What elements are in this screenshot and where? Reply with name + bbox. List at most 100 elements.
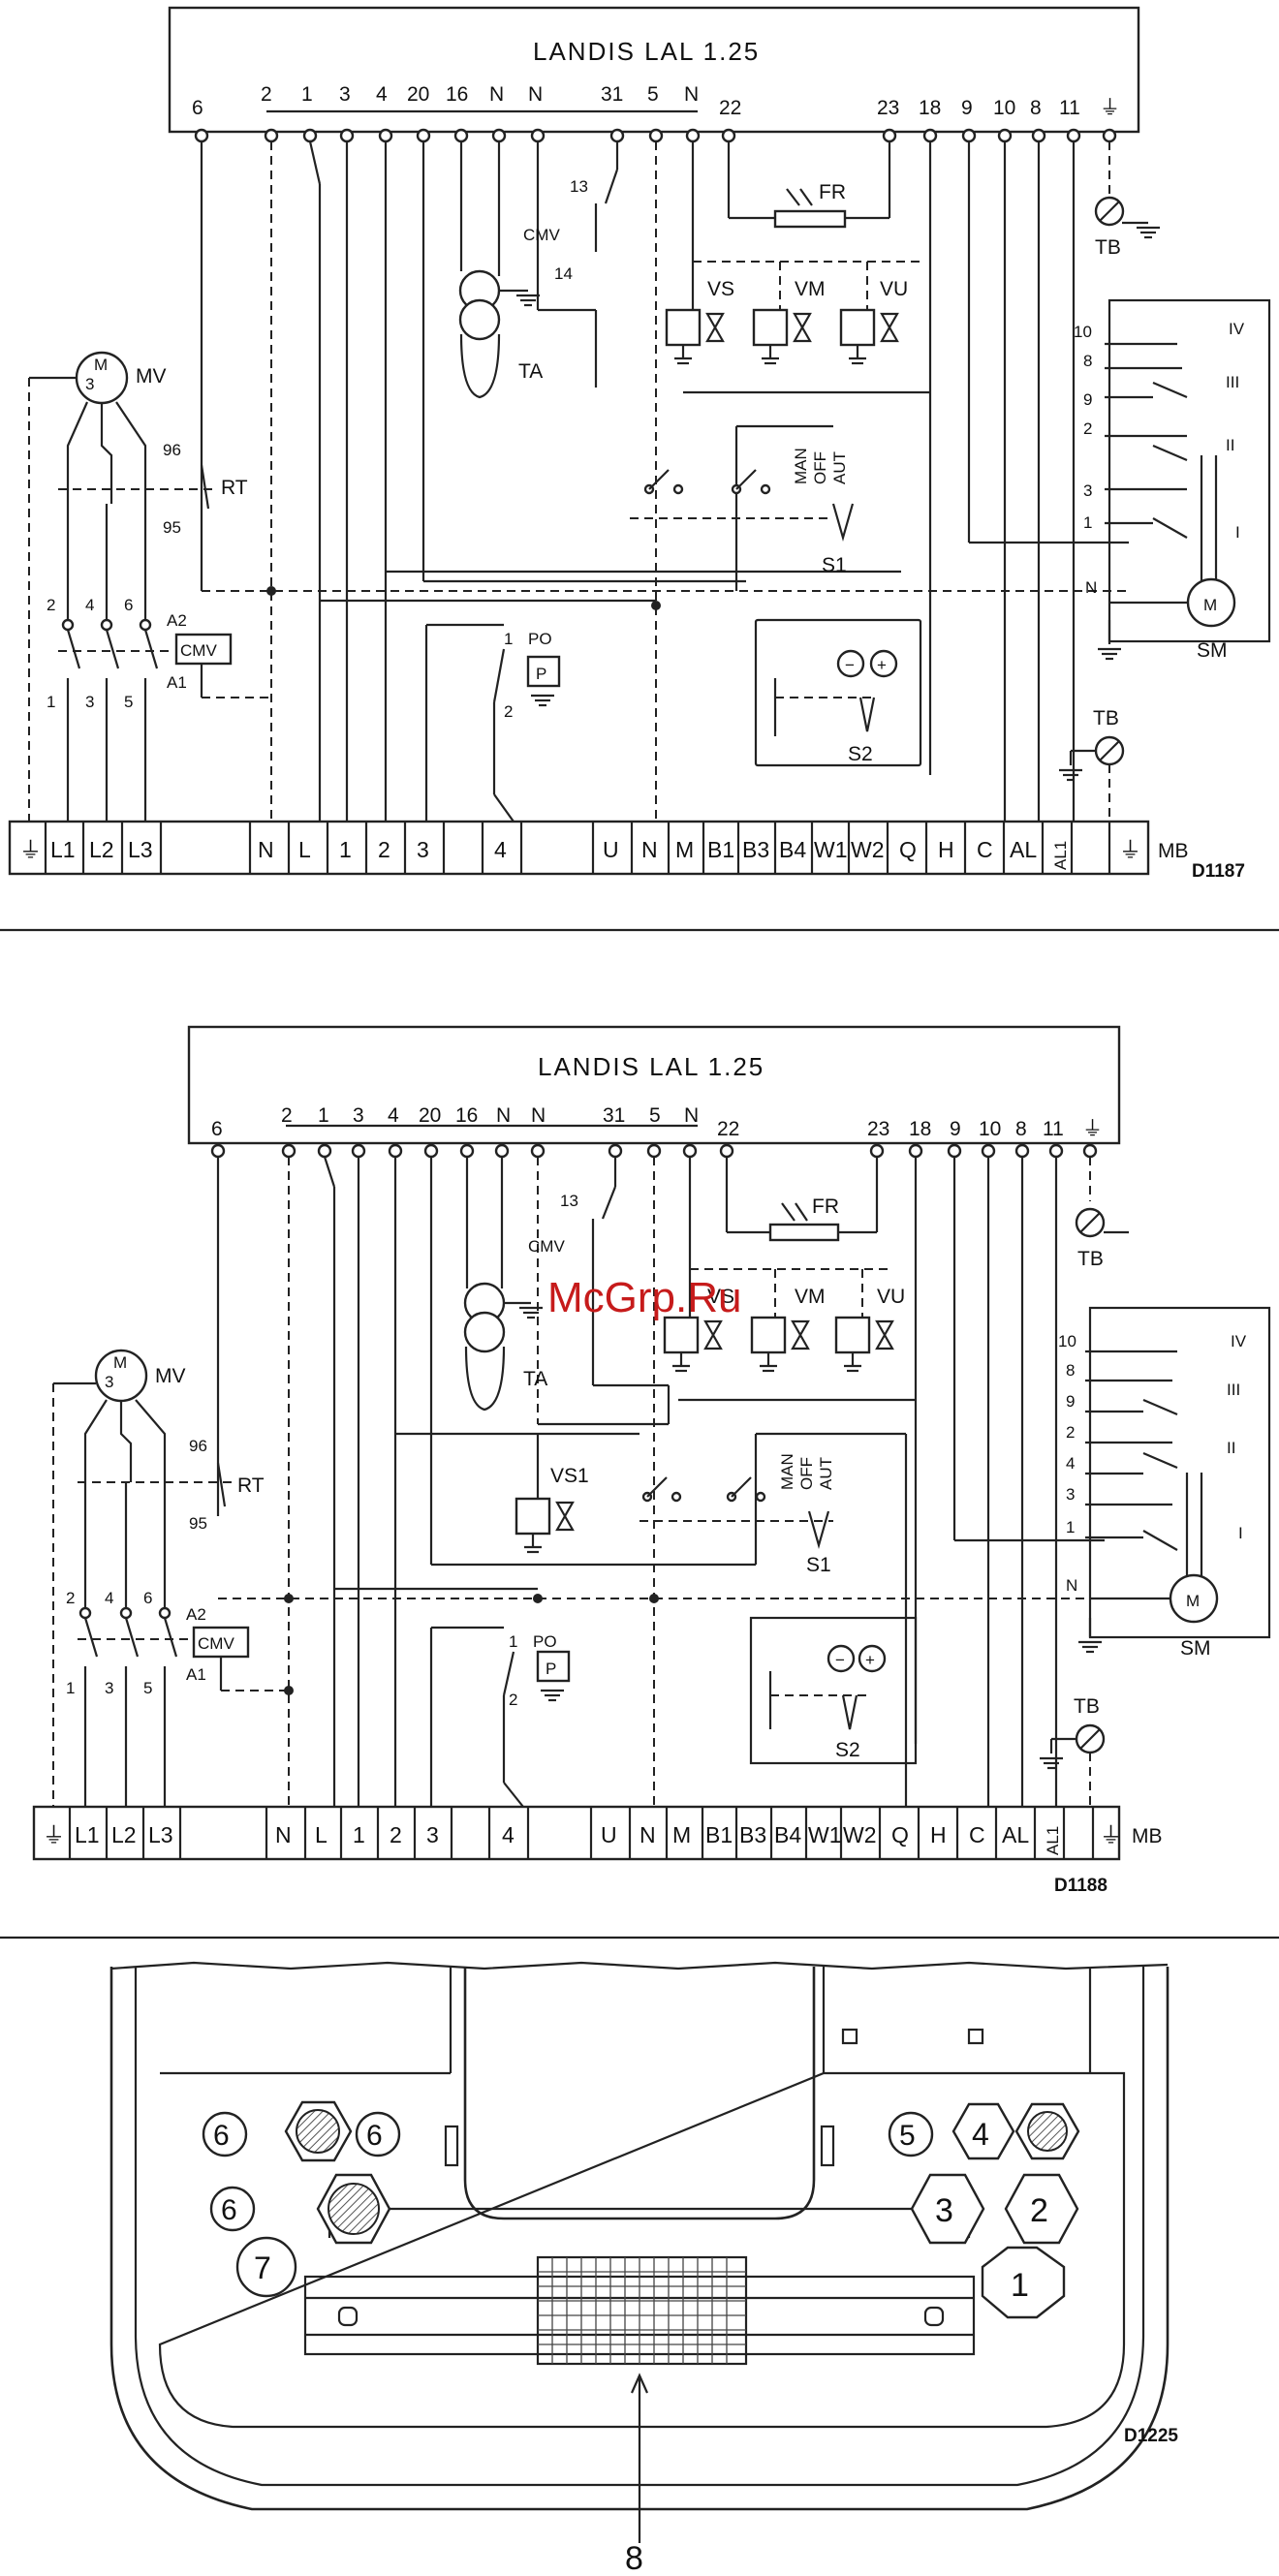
mb-terminal: L bbox=[315, 1822, 328, 1847]
valve-vu: VU bbox=[877, 1286, 905, 1308]
tb-label-2: TB bbox=[1074, 1695, 1100, 1718]
s2-label: S2 bbox=[835, 1739, 860, 1761]
pin: 3 bbox=[339, 83, 351, 106]
s1-mode-aut: AUT bbox=[830, 451, 849, 484]
s1-mode-off: OFF bbox=[811, 451, 829, 484]
earth-board-tb-2: TB bbox=[1038, 1695, 1106, 1807]
earth-board-tb-2: TB bbox=[1057, 707, 1125, 822]
marker-3: 3 bbox=[935, 2192, 953, 2229]
pressure-switch-po: P 1 PO 2 bbox=[429, 1626, 571, 1808]
pin: N bbox=[528, 83, 543, 106]
sm-terminal: 3 bbox=[1083, 481, 1092, 500]
cmv-14: 14 bbox=[554, 264, 573, 283]
pin: 20 bbox=[419, 1104, 441, 1127]
diagram-d1188: LANDIS LAL 1.25 6 2 1 3 4 20 16 N N 31 5… bbox=[32, 1025, 1271, 1896]
mb-terminal: U bbox=[601, 1822, 617, 1847]
earth-board-tb-1: TB bbox=[1094, 196, 1162, 259]
pin: 16 bbox=[455, 1104, 478, 1127]
po-2: 2 bbox=[509, 1691, 517, 1709]
contact-bottom: 5 bbox=[143, 1679, 152, 1697]
sm-cam: II bbox=[1226, 436, 1234, 454]
s2-plus: + bbox=[877, 656, 887, 674]
cmv-aux-contact: 13 CMV 14 bbox=[523, 169, 619, 283]
rt-top: 96 bbox=[189, 1437, 207, 1455]
mb-terminal: L1 bbox=[50, 837, 76, 862]
marker-1: 1 bbox=[1011, 2267, 1029, 2304]
photocell-fr: FR bbox=[768, 1195, 840, 1242]
mb-terminal: L1 bbox=[75, 1822, 100, 1847]
mb-terminal: 2 bbox=[378, 837, 390, 862]
motor-phase: 3 bbox=[85, 375, 94, 393]
wires bbox=[200, 140, 1129, 822]
wires bbox=[216, 1156, 1105, 1807]
pin: 10 bbox=[979, 1118, 1001, 1140]
mb-terminal: W2 bbox=[843, 1822, 877, 1847]
mb-terminal: W2 bbox=[851, 837, 885, 862]
mb-terminal: 2 bbox=[390, 1822, 402, 1847]
transformer-ta: TA bbox=[458, 269, 543, 399]
mb-terminal: Q bbox=[891, 1822, 909, 1847]
pin: 23 bbox=[867, 1118, 889, 1140]
pin-terminals bbox=[194, 128, 1117, 143]
mb-terminal: B1 bbox=[705, 1822, 733, 1847]
po-symbol: P bbox=[546, 1660, 556, 1678]
s1-mode-man: MAN bbox=[778, 1453, 796, 1490]
vs1-label: VS1 bbox=[550, 1465, 589, 1487]
mb-terminal: B1 bbox=[707, 837, 734, 862]
controller-title: LANDIS LAL 1.25 bbox=[533, 37, 760, 66]
po-symbol: P bbox=[536, 665, 546, 683]
diagram-d1187: LANDIS LAL 1.25 6 2 1 3 4 20 16 N N 31 5… bbox=[8, 6, 1271, 882]
top-pins: 6 2 1 3 4 20 16 N N 31 5 N 22 23 18 9 10… bbox=[192, 83, 1120, 119]
pin: 5 bbox=[649, 1104, 661, 1127]
cmv-a1: A1 bbox=[186, 1665, 206, 1684]
rt-top: 96 bbox=[163, 441, 181, 459]
sm-terminal: 10 bbox=[1058, 1332, 1076, 1350]
sm-terminal: 8 bbox=[1083, 352, 1092, 370]
mb-terminal: U bbox=[603, 837, 619, 862]
mb-terminal: ⏚ bbox=[1100, 1822, 1122, 1847]
contactor-cmv: 2 4 6 1 3 5 CMV A2 A1 bbox=[47, 504, 271, 822]
pin: N bbox=[489, 83, 504, 106]
s2-label: S2 bbox=[848, 743, 873, 765]
pin: 8 bbox=[1030, 97, 1042, 119]
sm-label: SM bbox=[1180, 1637, 1211, 1660]
mb-terminal: 1 bbox=[339, 837, 352, 862]
sm-terminal: 2 bbox=[1066, 1423, 1075, 1442]
cmv-a2: A2 bbox=[186, 1605, 206, 1624]
contact-bottom: 3 bbox=[85, 693, 94, 711]
pin: ⏚ bbox=[1082, 1118, 1103, 1140]
rt-bottom: 95 bbox=[163, 518, 181, 537]
sm-terminal: 9 bbox=[1083, 390, 1092, 409]
motor-mv: M 3 MV bbox=[52, 1349, 233, 1807]
mb-terminal: H bbox=[938, 837, 954, 862]
rt-label: RT bbox=[221, 477, 248, 499]
s1-label: S1 bbox=[806, 1554, 831, 1576]
valve-vs: VS bbox=[707, 278, 734, 300]
pin: 11 bbox=[1043, 1118, 1064, 1140]
tb-label-2: TB bbox=[1093, 707, 1119, 729]
contactor-cmv: 2 4 6 1 3 5 CMV A2 A1 bbox=[66, 1482, 294, 1807]
photocell-fr: FR bbox=[773, 181, 847, 229]
marker-4: 4 bbox=[972, 2117, 989, 2152]
contact-top: 2 bbox=[66, 1589, 75, 1607]
s1-mode-man: MAN bbox=[792, 448, 810, 484]
cmv-aux-label: CMV bbox=[528, 1237, 565, 1256]
mb-terminal: N bbox=[275, 1822, 292, 1847]
servomotor-sm: 10 8 9 2 4 3 1 N IV III II I M bbox=[1058, 1306, 1271, 1660]
pin: N bbox=[684, 83, 699, 106]
watermark: McGrp.Ru bbox=[547, 1274, 742, 1321]
mb-terminal: C bbox=[969, 1822, 985, 1847]
mb-terminal: B3 bbox=[739, 1822, 766, 1847]
marker-6: 6 bbox=[213, 2120, 230, 2152]
mb-terminal: L3 bbox=[148, 1822, 173, 1847]
pin: 9 bbox=[961, 97, 973, 119]
mb-terminal: W1 bbox=[808, 1822, 842, 1847]
sm-terminal: 9 bbox=[1066, 1392, 1075, 1411]
contact-bottom: 3 bbox=[105, 1679, 113, 1697]
selector-s1: MAN OFF AUT S1 bbox=[640, 1432, 908, 1807]
mb-terminal: W1 bbox=[814, 837, 848, 862]
po-label: PO bbox=[528, 630, 552, 648]
marker-5: 5 bbox=[899, 2120, 916, 2152]
valves: VS VM VU bbox=[665, 262, 930, 394]
mb-terminal: L2 bbox=[111, 1822, 137, 1847]
